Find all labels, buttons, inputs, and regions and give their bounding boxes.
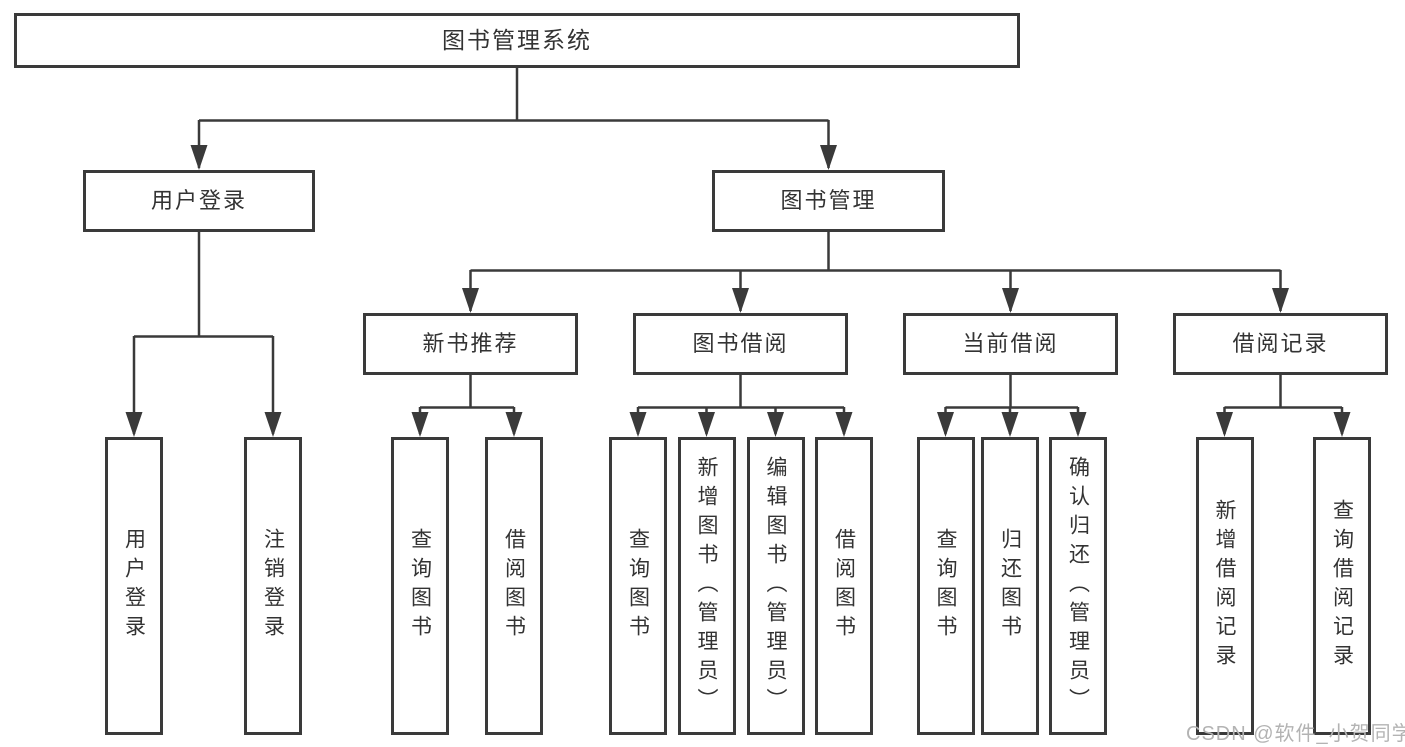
node-current-borrow: 当前借阅 bbox=[903, 313, 1118, 375]
leaf-current-query-book: 查询图书 bbox=[916, 437, 975, 735]
node-book-management: 图书管理 bbox=[712, 170, 945, 232]
leaf-borrow-add-book-admin: 新增图书（管理员） bbox=[677, 437, 736, 735]
node-root-library-system: 图书管理系统 bbox=[14, 13, 1020, 68]
connector-edges bbox=[132, 68, 1344, 434]
leaf-borrow-borrow-book: 借阅图书 bbox=[815, 437, 873, 735]
leaf-recommend-borrow-book: 借阅图书 bbox=[485, 437, 543, 735]
node-borrow-records: 借阅记录 bbox=[1173, 313, 1388, 375]
leaf-borrow-query-book: 查询图书 bbox=[609, 437, 667, 735]
leaf-borrow-edit-book-admin: 编辑图书（管理员） bbox=[746, 437, 805, 735]
node-new-book-recommend: 新书推荐 bbox=[363, 313, 578, 375]
leaf-records-add-record: 新增借阅记录 bbox=[1195, 437, 1254, 735]
leaf-user-login: 用户登录 bbox=[105, 437, 163, 735]
leaf-current-return-book: 归还图书 bbox=[981, 437, 1039, 735]
node-book-borrow: 图书借阅 bbox=[633, 313, 848, 375]
csdn-watermark: CSDN @软件_小贺同学 bbox=[1186, 723, 1405, 745]
node-user-login: 用户登录 bbox=[83, 170, 315, 232]
leaf-records-query-record: 查询借阅记录 bbox=[1313, 437, 1371, 735]
leaf-logout: 注销登录 bbox=[244, 437, 302, 735]
leaf-current-confirm-return-admin: 确认归还（管理员） bbox=[1049, 437, 1107, 735]
leaf-recommend-query-book: 查询图书 bbox=[391, 437, 449, 735]
arrowhead-icons bbox=[125, 145, 1351, 437]
